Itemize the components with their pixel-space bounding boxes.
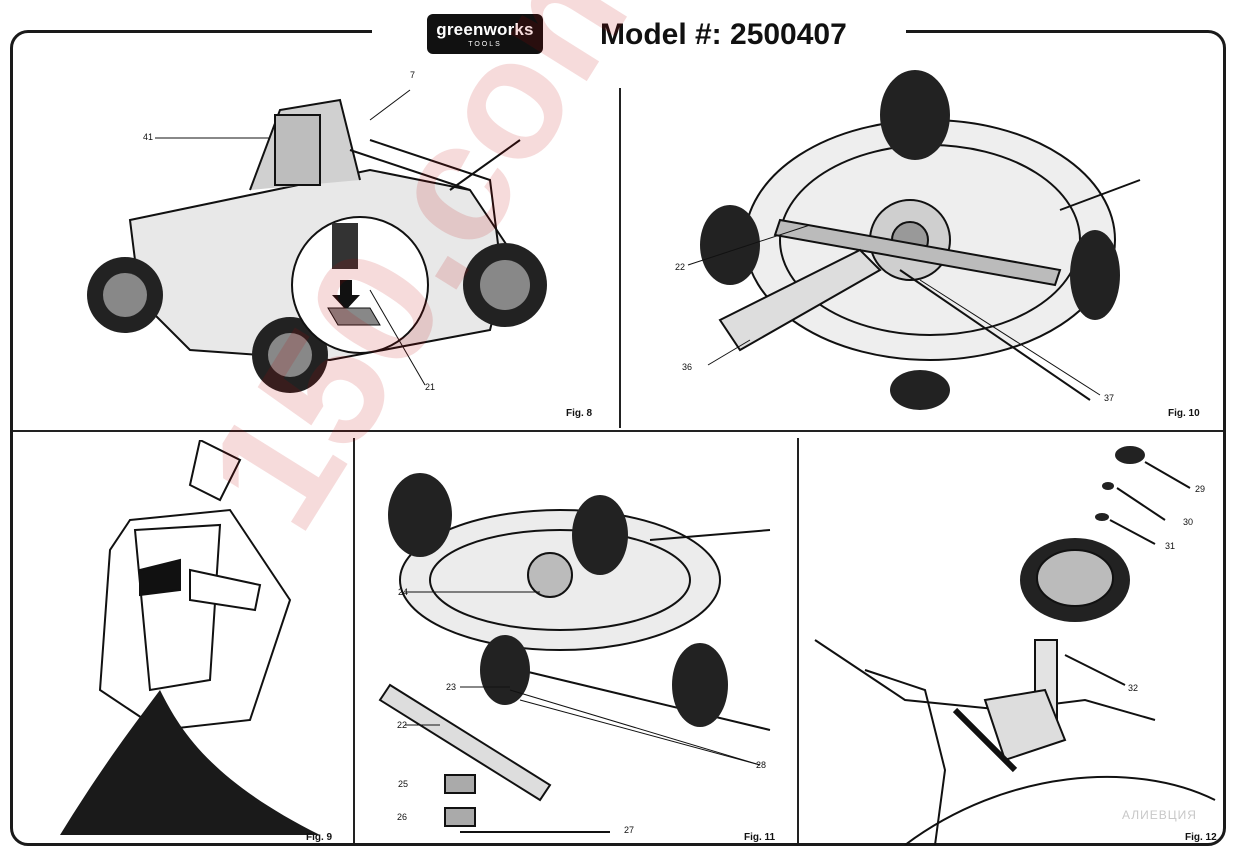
model-number: Model #: 2500407 — [600, 18, 847, 51]
fig9-grass-bag-drawing — [60, 440, 320, 835]
fig8-mower-battery-drawing — [87, 89, 547, 393]
fig11-label: Fig. 11 — [744, 832, 776, 843]
corner-watermark-text: АЛИЕВЦИЯ — [1122, 808, 1197, 822]
callout-28: 28 — [756, 760, 767, 770]
callout-30: 30 — [1183, 517, 1194, 527]
callout-32: 32 — [1128, 683, 1139, 693]
horizontal-divider — [13, 430, 1223, 432]
fig8-label: Fig. 8 — [566, 408, 593, 419]
callout-24: 24 — [398, 587, 409, 597]
callout-29: 29 — [1195, 484, 1206, 494]
vertical-divider-top — [619, 88, 621, 428]
callout-22-fig10: 22 — [675, 262, 686, 272]
fig12-label: Fig. 12 — [1185, 832, 1217, 843]
callout-27: 27 — [624, 825, 635, 835]
callout-22-fig11: 22 — [397, 720, 408, 730]
vertical-divider-bottom-left — [353, 438, 355, 843]
callout-26: 26 — [397, 812, 408, 822]
callout-25: 25 — [398, 779, 409, 789]
callout-31: 31 — [1165, 541, 1176, 551]
callout-37: 37 — [1104, 393, 1115, 403]
fig11-blade-assembly-drawing — [378, 473, 771, 833]
fig10-label: Fig. 10 — [1168, 408, 1200, 419]
vertical-divider-bottom-right — [797, 438, 799, 843]
callout-7: 7 — [410, 70, 416, 80]
fig12-wheel-assembly-drawing — [814, 446, 1216, 845]
brand-name: greenworks — [436, 20, 534, 39]
callout-41: 41 — [143, 132, 154, 142]
fig9-label: Fig. 9 — [306, 832, 333, 843]
brand-logo: greenworks TOOLS — [427, 14, 543, 54]
callout-36: 36 — [682, 362, 693, 372]
fig10-blade-removal-drawing — [687, 70, 1141, 410]
callout-23: 23 — [446, 682, 457, 692]
brand-subtitle: TOOLS — [468, 41, 502, 48]
callout-21: 21 — [425, 382, 436, 392]
